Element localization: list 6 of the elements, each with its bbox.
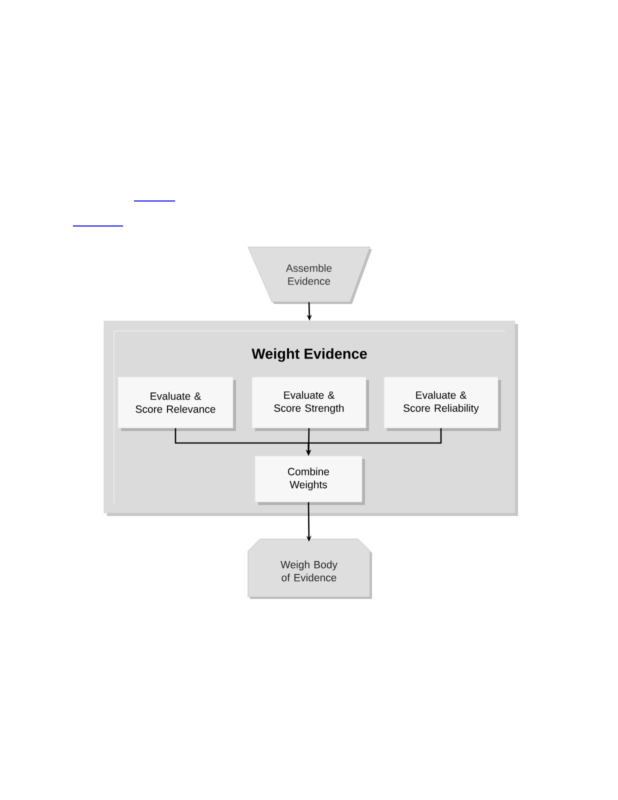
process-box: Evaluate & Score Relevance [118,376,236,431]
process-box: Combine Weights [254,456,365,505]
process-box: Weigh Body of Evidence [248,538,372,599]
process-box: Evaluate & Score Strength [252,376,369,431]
process-box: Evaluate & Score Reliability [384,376,501,431]
trapezoid-box: Assemble Evidence [248,246,372,304]
